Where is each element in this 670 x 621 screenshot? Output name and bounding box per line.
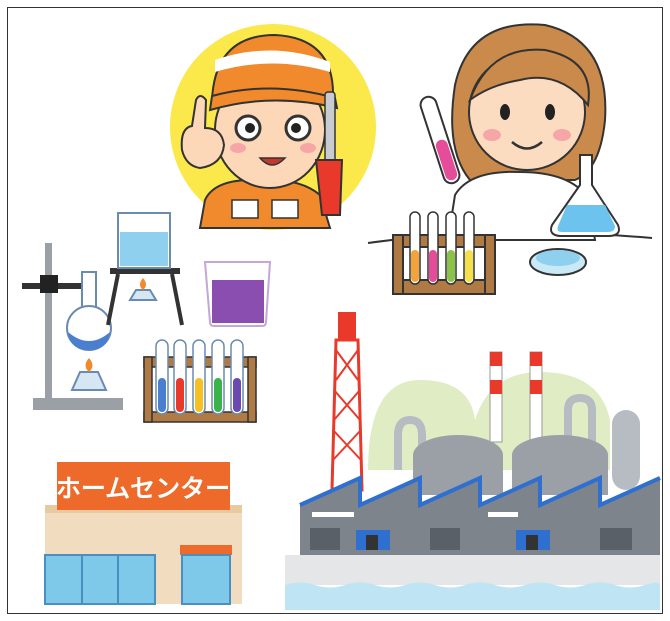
picture-border xyxy=(7,7,663,614)
scientist-icon xyxy=(367,23,653,295)
chemical-factory-icon xyxy=(285,312,661,610)
gas-worker-icon xyxy=(170,24,376,230)
home-center-store-icon: ホームセンター xyxy=(44,462,242,605)
shop-sign-text: ホームセンター xyxy=(56,474,230,503)
lab-equipment-icon xyxy=(22,212,272,423)
